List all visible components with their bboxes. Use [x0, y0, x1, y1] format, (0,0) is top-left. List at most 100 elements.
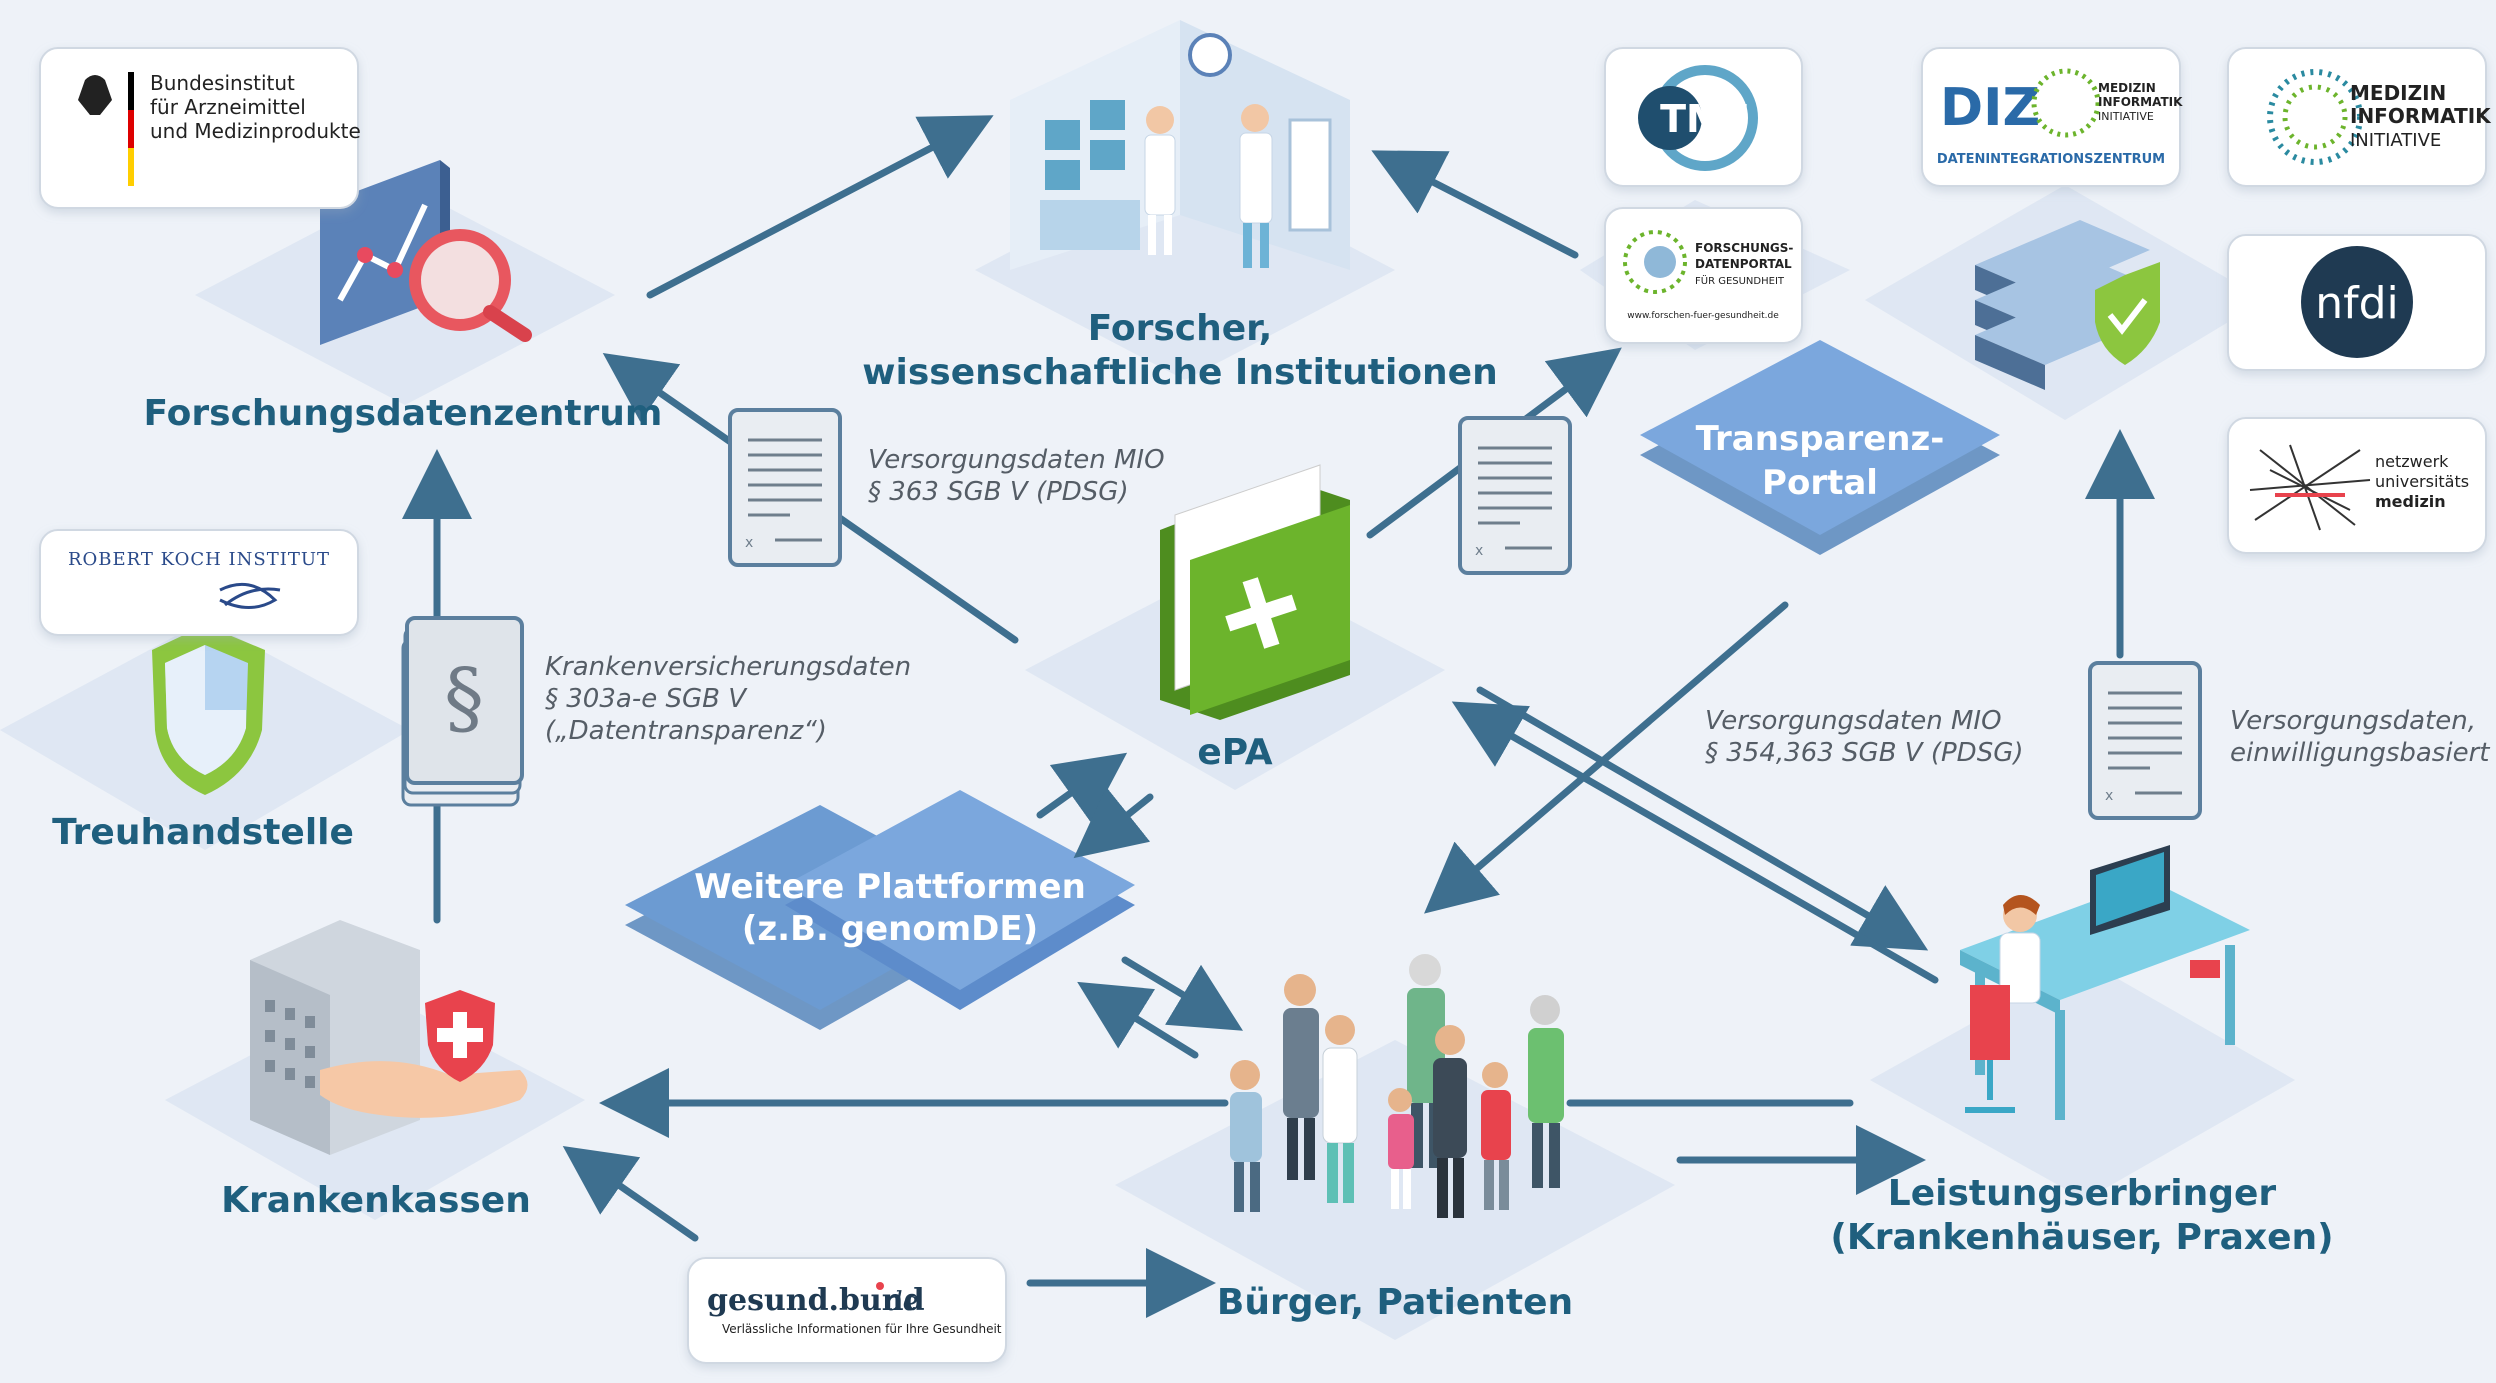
- arrow-fdz-to-forscher: [646, 115, 994, 299]
- fdp-line-3: FÜR GESUNDHEIT: [1695, 274, 1785, 287]
- tmf-logo: TMF: [1604, 47, 1803, 187]
- note-kv-1: Krankenversicherungsdaten: [545, 652, 911, 682]
- forscher-label-1: Forscher,: [1088, 308, 1273, 349]
- bfarm-line-1: Bundesinstitut: [150, 71, 295, 95]
- bfarm-line-3: und Medizinprodukte: [150, 119, 361, 143]
- forscher-label-2: wissenschaftliche Institutionen: [862, 352, 1497, 393]
- hand-icon: [320, 1061, 528, 1118]
- transparenz-label-1: Transparenz-: [1696, 419, 1945, 459]
- note-einw-2: einwilligungsbasiert: [2230, 738, 2490, 768]
- person-figure: [1433, 1025, 1467, 1218]
- arrow-weitere-to-epa: [1036, 752, 1128, 822]
- note-kv-3: („Datentransparenz“): [545, 716, 827, 746]
- paragraph-symbol: §: [444, 651, 484, 744]
- diz-mii-1: MEDIZIN: [2098, 81, 2156, 95]
- tmf-label: TMF: [1660, 97, 1750, 141]
- mii-logo: MEDIZIN INFORMATIK INITIATIVE: [2227, 47, 2492, 187]
- forschungsdatenportal-logo: FORSCHUNGS- DATENPORTAL FÜR GESUNDHEIT w…: [1604, 207, 1803, 344]
- arrow-layer: [402, 115, 2155, 1318]
- leistung-label-1: Leistungserbringer: [1888, 1173, 2277, 1214]
- weitere-label-1: Weitere Plattformen: [694, 867, 1086, 907]
- diz-sub: DATENINTEGRATIONSZENTRUM: [1937, 152, 2165, 167]
- laboratory-scene-icon: [1010, 20, 1350, 270]
- num-line-2: universitäts: [2375, 472, 2469, 491]
- person-figure: [1283, 974, 1319, 1180]
- research-chart-icon: [320, 160, 532, 345]
- diz-logo: DIZ MEDIZIN INFORMATIK INITIATIVE DATENI…: [1921, 47, 2183, 187]
- mii-line-3: INITIATIVE: [2350, 130, 2441, 151]
- epa-folder-icon: [1160, 464, 1350, 720]
- document-icon-left: x: [728, 408, 842, 567]
- svg-text:x: x: [2105, 788, 2113, 804]
- rki-label: ROBERT KOCH INSTITUT: [68, 549, 330, 570]
- note-kv-2: § 303a-e SGB V: [545, 684, 748, 714]
- insurance-building-icon: [250, 920, 528, 1155]
- num-line-3: medizin: [2375, 492, 2446, 511]
- doctor-desk-icon: [1960, 845, 2250, 1120]
- buerger-label: Bürger, Patienten: [1217, 1282, 1573, 1323]
- scientist-figure-right: [1239, 104, 1273, 268]
- fdp-line-2: DATENPORTAL: [1695, 257, 1792, 271]
- nfdi-logo: nfdi: [2227, 234, 2487, 371]
- diz-label: DIZ: [1940, 78, 2040, 138]
- arrow-transparenz-to-buerger: [1424, 601, 1789, 914]
- diz-mii-2: INFORMATIK: [2098, 95, 2183, 109]
- svg-text:x: x: [1475, 543, 1483, 559]
- person-figure: [1528, 995, 1564, 1188]
- transparenz-portal: Transparenz- Portal: [1640, 340, 2000, 555]
- rki-logo: ROBERT KOCH INSTITUT: [39, 529, 359, 636]
- transparenz-label-2: Portal: [1762, 463, 1878, 503]
- shield-icon: [152, 625, 265, 795]
- clock-icon: [1188, 33, 1232, 77]
- mii-line-2: INFORMATIK: [2350, 104, 2492, 128]
- treuhand-label: Treuhandstelle: [52, 812, 354, 853]
- bfarm-line-2: für Arzneimittel: [150, 95, 306, 119]
- scientist-figure-left: [1144, 106, 1176, 255]
- family-group-icon: [1230, 954, 1564, 1218]
- person-figure: [1388, 1088, 1414, 1209]
- krankenkassen-label: Krankenkassen: [221, 1180, 531, 1221]
- weitere-label-2: (z.B. genomDE): [742, 909, 1038, 949]
- note-mio-354-1: Versorgungsdaten MIO: [1705, 706, 2002, 736]
- diz-mii-3: INITIATIVE: [2098, 110, 2154, 123]
- chair-icon: [1970, 985, 2010, 1060]
- svg-text:x: x: [745, 535, 753, 551]
- gesund-bund-logo: gesund.bund de Verlässliche Informatione…: [687, 1257, 1007, 1364]
- arrow-epa-to-weitere: [1073, 787, 1154, 859]
- note-einw-1: Versorgungsdaten,: [2230, 706, 2476, 736]
- document-icon-right: x: [2088, 661, 2202, 820]
- mii-line-1: MEDIZIN: [2350, 81, 2446, 105]
- num-logo: netzwerk universitäts medizin: [2227, 417, 2487, 554]
- arrow-leistung-to-epa: [1451, 701, 1939, 984]
- server-stack-icon: [1975, 220, 2160, 390]
- check-shield-icon: [2095, 262, 2160, 365]
- arrow-epa-to-leistung: [1476, 686, 1929, 951]
- arrow-gesund-to-kasse: [562, 1146, 699, 1242]
- fdp-line-1: FORSCHUNGS-: [1695, 241, 1793, 255]
- epa-label: ePA: [1197, 732, 1272, 773]
- magnifier-icon: [409, 229, 511, 331]
- bfarm-logo: Bundesinstitut für Arzneimittel und Medi…: [39, 47, 361, 209]
- gesund-de: de: [886, 1287, 918, 1317]
- arrow-fdp-to-forscher: [1371, 150, 1579, 259]
- note-mio-354-2: § 354,363 SGB V (PDSG): [1705, 738, 2024, 768]
- network-lines-icon: [2249, 444, 2371, 531]
- arrow-buerger-to-weitere: [1077, 981, 1199, 1059]
- num-line-1: netzwerk: [2375, 452, 2449, 471]
- arrow-weitere-to-buerger: [1121, 956, 1244, 1031]
- note-mio-363-2: § 363 SGB V (PDSG): [868, 477, 1129, 507]
- leistung-tile: [1870, 960, 2295, 1200]
- note-mio-363-1: Versorgungsdaten MIO: [868, 445, 1165, 475]
- person-figure: [1481, 1062, 1511, 1210]
- person-figure: [1322, 1015, 1358, 1203]
- leistung-label-2: (Krankenhäuser, Praxen): [1830, 1217, 2333, 1258]
- fdz-label: Forschungsdatenzentrum: [144, 393, 663, 434]
- paragraph-document-icon: §: [401, 616, 524, 807]
- fdp-url: www.forschen-fuer-gesundheit.de: [1627, 311, 1779, 321]
- gesund-sub: Verlässliche Informationen für Ihre Gesu…: [722, 1322, 1002, 1336]
- eagle-icon: [78, 75, 112, 115]
- gesund-label: gesund.bund: [707, 1283, 925, 1318]
- document-icon-middle: x: [1458, 416, 1572, 575]
- person-figure: [1230, 1060, 1262, 1212]
